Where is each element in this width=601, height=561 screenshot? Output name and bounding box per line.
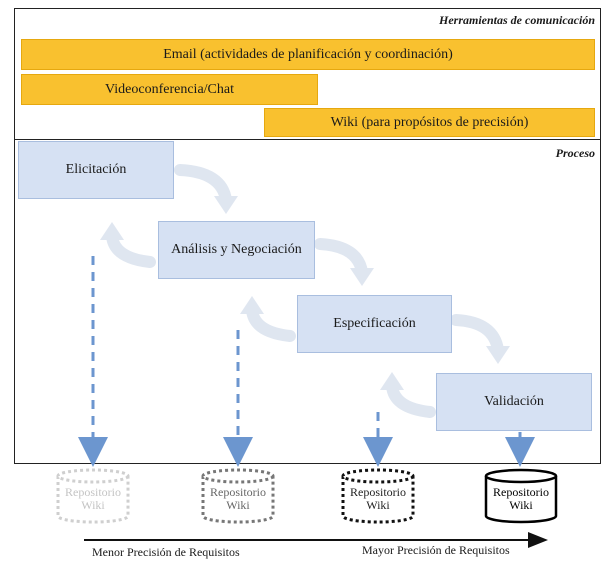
forward-curved-arrow-3 [450,314,504,356]
backward-curved-arrow-2-head [240,296,264,314]
repository-4-cylinder [484,468,558,524]
step-elicitation: Elicitación [18,141,174,199]
repository-1-label: Repositorio Wiki [48,486,138,512]
precision-axis-left-label: Menor Precisión de Requisitos [92,545,240,559]
step-analysis-negotiation: Análisis y Negociación [158,221,315,279]
tool-bar-videoconference: Videoconferencia/Chat [21,74,318,105]
repository-2-label: Repositorio Wiki [193,486,283,512]
tool-bar-email: Email (actividades de planificación y co… [21,39,595,70]
precision-axis-right-label: Mayor Precisión de Requisitos [362,543,510,557]
forward-curved-arrow-1 [174,164,232,206]
repository-2-cylinder [201,468,275,524]
backward-curved-arrow-1-head [100,222,124,240]
repository-3-cylinder [341,468,415,524]
communication-tools-title: Herramientas de comunicación [439,13,595,27]
repository-3-label-line2: Wiki [366,498,390,512]
step-validation: Validación [436,373,592,431]
repository-4-label-line2: Wiki [509,498,533,512]
forward-curved-arrow-2 [314,238,368,278]
backward-curved-arrow-3-head [380,372,404,390]
repository-1-label-line1: Repositorio [65,485,121,499]
process-title: Proceso [555,146,595,160]
repository-4-label: Repositorio Wiki [476,486,566,512]
repository-3-label-line1: Repositorio [350,485,406,499]
repository-2-label-line1: Repositorio [210,485,266,499]
repository-4-label-line1: Repositorio [493,485,549,499]
forward-curved-arrow-1-head [214,196,238,214]
repository-2-label-line2: Wiki [226,498,250,512]
step-specification: Especificación [297,295,452,353]
forward-curved-arrow-3-head [486,346,510,364]
forward-curved-arrow-2-head [350,268,374,286]
tool-bar-wiki: Wiki (para propósitos de precisión) [264,108,595,137]
repository-3-label: Repositorio Wiki [333,486,423,512]
repository-1-cylinder [56,468,130,524]
repository-1-label-line2: Wiki [81,498,105,512]
